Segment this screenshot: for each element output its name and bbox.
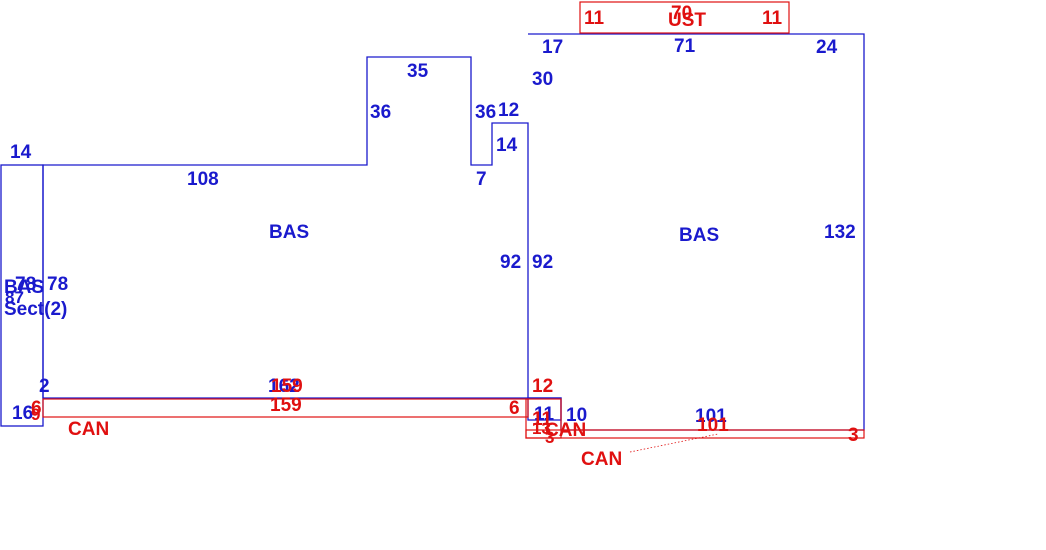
bas-main-outline (42, 56, 529, 399)
dim-label: 92 (532, 252, 553, 273)
can-leader-line (629, 433, 719, 453)
dim-label: 101 (697, 415, 729, 436)
area-label-ust: UST (668, 10, 706, 31)
dim-label: 132 (824, 222, 856, 243)
dim-label: 78 (47, 274, 68, 295)
dim-label: 159 (271, 376, 303, 397)
area-label-can-right-b: CAN (581, 449, 622, 470)
dim-label: 92 (500, 252, 521, 273)
dim-label: 11 (762, 8, 783, 29)
dim-label: 13 (532, 419, 551, 438)
dim-label: 3 (848, 425, 859, 446)
dim-label: 30 (532, 69, 553, 90)
dim-label: 101 (695, 406, 727, 427)
dim-label: 11 (584, 8, 605, 29)
dim-label: 71 (674, 36, 696, 57)
bas-section2-outline (0, 164, 44, 427)
can-left-outline (42, 398, 529, 418)
dim-label: 87 (5, 288, 24, 307)
dim-label: 159 (270, 395, 302, 416)
ust-outline (579, 1, 790, 34)
dim-label: 14 (10, 142, 32, 163)
area-label-bas-left: BAS (269, 222, 309, 243)
dim-label: 6 (31, 398, 42, 419)
dim-label: 36 (475, 102, 496, 123)
dim-label: 11 (532, 409, 553, 430)
dim-label: 6 (509, 398, 520, 419)
dim-label: 70 (671, 3, 692, 24)
dim-label: 108 (187, 169, 219, 190)
dim-label: 10 (566, 405, 587, 426)
dim-label: 11 (534, 404, 555, 425)
dim-label: 16 (12, 403, 33, 424)
dim-label: 9 (31, 405, 40, 424)
dim-label: 36 (370, 102, 391, 123)
dim-label: 12 (498, 100, 519, 121)
dim-label: 35 (407, 61, 429, 82)
dim-label: 162 (268, 376, 300, 397)
dim-label: 14 (496, 135, 518, 156)
area-label-bas-sect2: BAS (4, 277, 44, 298)
dim-label: 12 (532, 376, 553, 397)
area-label-sect2: Sect(2) (4, 299, 67, 320)
dim-label: 3 (545, 428, 554, 447)
can-step-outline (525, 398, 562, 439)
dim-label: 24 (816, 37, 838, 58)
area-label-can-left: CAN (68, 419, 109, 440)
dim-label: 2 (39, 376, 50, 397)
area-label-bas-right: BAS (679, 225, 719, 246)
dim-label: 7 (476, 169, 487, 190)
dim-label: 17 (542, 37, 563, 58)
dim-label: 78 (15, 274, 36, 295)
area-label-can-right-a: CAN (545, 420, 586, 441)
